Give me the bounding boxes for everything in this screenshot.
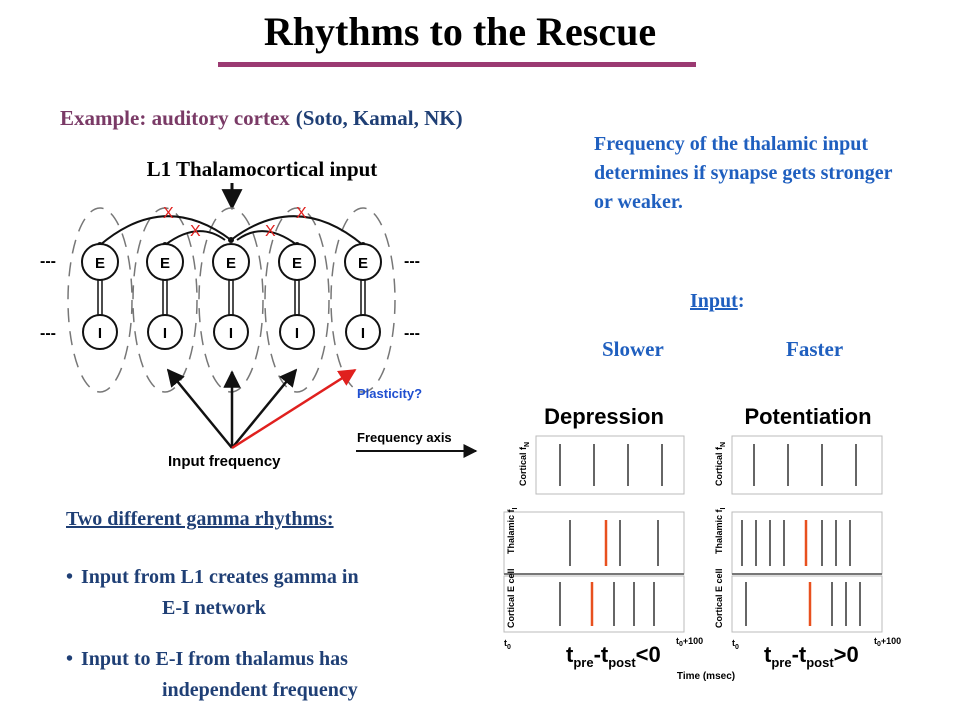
column-outline bbox=[330, 207, 396, 393]
depression-formula: tpre-tpost<0 bbox=[566, 642, 661, 670]
e-label: E bbox=[160, 255, 170, 272]
i-label: I bbox=[98, 325, 102, 342]
input-heading: Input: bbox=[690, 290, 744, 313]
lateral-connection bbox=[230, 215, 364, 246]
cortical-e-cell-label: Cortical E cell bbox=[714, 568, 724, 628]
example-label: Example: auditory cortex bbox=[60, 106, 290, 130]
plasticity-arrow bbox=[231, 368, 357, 450]
ellipsis: --- bbox=[404, 325, 420, 342]
cortical-fn-label: Cortical fN bbox=[714, 442, 727, 486]
thalamic-box-depression bbox=[503, 511, 685, 575]
cortical-fn-box-depression bbox=[535, 435, 685, 495]
i-neuron bbox=[345, 314, 381, 350]
i-neuron bbox=[82, 314, 118, 350]
cortical-e-cell-label: Cortical E cell bbox=[506, 568, 516, 628]
x-mark: X bbox=[163, 205, 174, 222]
x-mark: X bbox=[296, 205, 307, 222]
bullet-1-line-1: Input from L1 creates gamma in bbox=[81, 566, 359, 588]
i-label: I bbox=[229, 325, 233, 342]
i-neuron bbox=[147, 314, 183, 350]
bullet-2-line-1: Input to E-I from thalamus has bbox=[81, 648, 348, 670]
e-label: E bbox=[292, 255, 302, 272]
cortical-fn-box-potentiation bbox=[731, 435, 883, 495]
gamma-heading: Two different gamma rhythms: bbox=[66, 508, 334, 530]
slide-title: Rhythms to the Rescue bbox=[263, 9, 657, 54]
lateral-connection bbox=[236, 230, 298, 246]
e-neuron bbox=[344, 243, 382, 281]
plasticity-label: Plasticity? bbox=[357, 386, 422, 401]
lateral-connection bbox=[99, 215, 232, 246]
input-heading-colon: : bbox=[737, 290, 745, 312]
e-neuron bbox=[212, 243, 250, 281]
x-mark: X bbox=[190, 223, 201, 240]
i-neuron bbox=[279, 314, 315, 350]
t0-label: t0 bbox=[732, 638, 739, 651]
cortical-e-box-potentiation bbox=[731, 575, 883, 633]
bullet-dot: • bbox=[66, 648, 74, 670]
potentiation-formula: tpre-tpost>0 bbox=[764, 642, 859, 670]
i-label: I bbox=[163, 325, 167, 342]
t-end-label: t0+100 bbox=[676, 636, 703, 648]
time-axis-label: Time (msec) bbox=[677, 671, 735, 682]
plasticity-panels: Depression Potentiation Cortical fN Thal… bbox=[503, 404, 901, 682]
frequency-note: Frequency of the thalamic input determin… bbox=[594, 133, 893, 213]
x-mark: X bbox=[265, 223, 276, 240]
input-arrow bbox=[231, 368, 298, 449]
gamma-bullet-2: • Input to E-I from thalamus has bbox=[66, 644, 348, 674]
thalamocortical-label: L1 Thalamocortical input bbox=[147, 157, 378, 181]
column-outline bbox=[198, 207, 264, 393]
e-label: E bbox=[95, 255, 105, 272]
slower-label: Slower bbox=[602, 337, 664, 361]
cortical-fn-label: Cortical fN bbox=[518, 442, 531, 486]
t0-label: t0 bbox=[504, 638, 511, 651]
e-label: E bbox=[226, 255, 236, 272]
column-outline bbox=[264, 207, 330, 393]
example-authors: (Soto, Kamal, NK) bbox=[295, 106, 463, 130]
depression-title: Depression bbox=[544, 404, 664, 429]
input-frequency-label: Input frequency bbox=[168, 453, 281, 470]
potentiation-title: Potentiation bbox=[744, 404, 871, 429]
i-label: I bbox=[361, 325, 365, 342]
column-outline bbox=[132, 207, 198, 393]
faster-label: Faster bbox=[786, 337, 844, 361]
title-underline bbox=[218, 62, 696, 67]
frequency-axis-label: Frequency axis bbox=[357, 430, 452, 445]
input-arrow bbox=[166, 368, 233, 449]
e-neuron bbox=[146, 243, 184, 281]
input-heading-text: Input bbox=[690, 290, 738, 312]
i-neuron bbox=[213, 314, 249, 350]
ellipsis: --- bbox=[40, 325, 56, 342]
ellipsis: --- bbox=[40, 253, 56, 270]
e-neuron bbox=[81, 243, 119, 281]
example-line: Example: auditory cortex(Soto, Kamal, NK… bbox=[60, 106, 463, 131]
ellipsis: --- bbox=[404, 253, 420, 270]
e-label: E bbox=[358, 255, 368, 272]
e-neuron bbox=[278, 243, 316, 281]
i-label: I bbox=[295, 325, 299, 342]
thalamic-label: Thalamic fI bbox=[714, 507, 727, 554]
t-end-label: t0+100 bbox=[874, 636, 901, 648]
thalamic-label: Thalamic fI bbox=[506, 507, 519, 554]
lateral-connection bbox=[164, 230, 226, 246]
cortical-e-box-depression bbox=[503, 575, 685, 633]
bullet-dot: • bbox=[66, 566, 74, 588]
gamma-bullet-1: • Input from L1 creates gamma in bbox=[66, 562, 359, 592]
bullet-1-line-2: E-I network bbox=[162, 597, 266, 619]
synapse-dot bbox=[228, 237, 234, 243]
bullet-2-line-2: independent frequency bbox=[162, 679, 358, 701]
column-outline bbox=[67, 207, 133, 393]
network-diagram: L1 Thalamocortical input X X X X bbox=[40, 157, 478, 470]
